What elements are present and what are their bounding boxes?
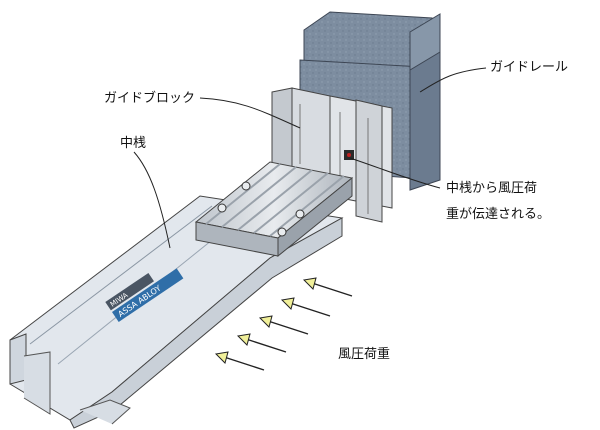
label-guide-block: ガイドブロック	[104, 91, 196, 106]
wind-arrow-shaft	[289, 302, 331, 317]
wind-arrow-head	[236, 333, 251, 346]
wind-load-arrows	[214, 277, 353, 371]
leader-guide-block	[199, 97, 301, 129]
wind-arrow-shaft	[245, 338, 287, 353]
label-load-transfer-line1: 中桟から風圧荷	[446, 181, 538, 196]
label-wind-load: 風圧荷重	[338, 347, 391, 362]
leader-mullion	[133, 151, 171, 249]
label-mullion: 中桟	[120, 136, 147, 151]
wind-arrow-head	[258, 315, 273, 328]
leader-load-transfer	[349, 157, 441, 189]
leader-guide-rail	[419, 67, 487, 93]
wind-arrow-head	[302, 277, 317, 290]
wind-arrow-shaft	[267, 320, 309, 335]
wind-arrow-head	[280, 297, 295, 310]
wind-arrow-head	[214, 351, 229, 364]
label-load-transfer-line2: 重が伝達される。	[446, 207, 551, 222]
leader-lines	[133, 67, 487, 249]
wind-arrow-shaft	[223, 356, 265, 371]
connection-block	[194, 161, 354, 258]
label-guide-rail: ガイドレール	[490, 60, 569, 75]
wind-arrow-shaft	[311, 282, 353, 297]
